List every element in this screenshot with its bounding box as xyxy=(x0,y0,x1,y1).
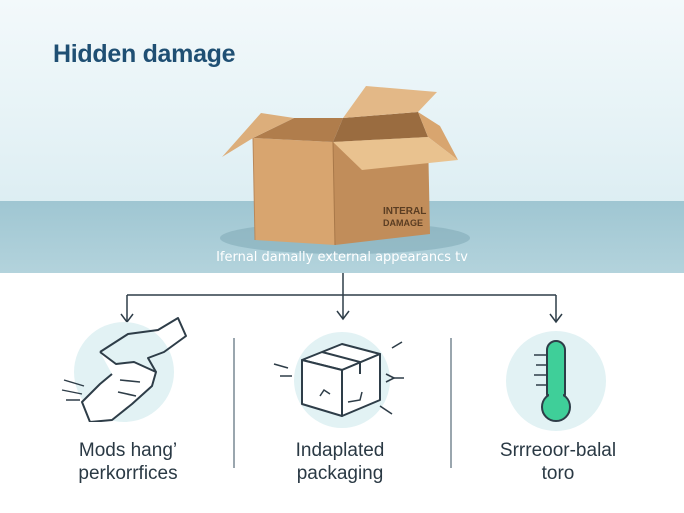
item-1-label-line1: Mods hang’ xyxy=(78,440,178,461)
item-2-label-line2: packaging xyxy=(296,463,384,484)
arrow-left xyxy=(120,313,134,324)
hero-scene: Hidden damage INTERAL DAMAGE Ifernal dam… xyxy=(0,0,684,273)
item-3-label-line1: Srrreoor-balal xyxy=(499,440,617,461)
item-3-label-line2: toro xyxy=(541,463,575,484)
item-2-label-line1: Indaplated xyxy=(295,440,385,461)
hero-caption: Ifernal damally external appearancs tv xyxy=(216,250,468,265)
item-2-label: Indaplated packaging xyxy=(250,439,430,485)
divider-right xyxy=(450,338,452,468)
box-stamp-line1: INTERAL xyxy=(383,206,426,217)
thermometer-icon xyxy=(506,331,606,431)
box-stamp-line2: DAMAGE xyxy=(383,218,423,228)
divider-left xyxy=(233,338,235,468)
item-3-label: Srrreoor-balal toro xyxy=(468,439,648,485)
item-1-label: Mods hang’ perkorrfices xyxy=(38,439,218,485)
item-1-label-line2: perkorrfices xyxy=(78,463,178,484)
cardboard-box-icon: INTERAL DAMAGE xyxy=(220,86,470,254)
page-title: Hidden damage xyxy=(53,40,236,68)
arrow-right xyxy=(549,313,563,324)
arrow-middle xyxy=(336,310,350,321)
package-pressure-icon xyxy=(273,332,404,428)
hand-handling-icon xyxy=(61,317,187,422)
connector-lines xyxy=(120,273,563,324)
